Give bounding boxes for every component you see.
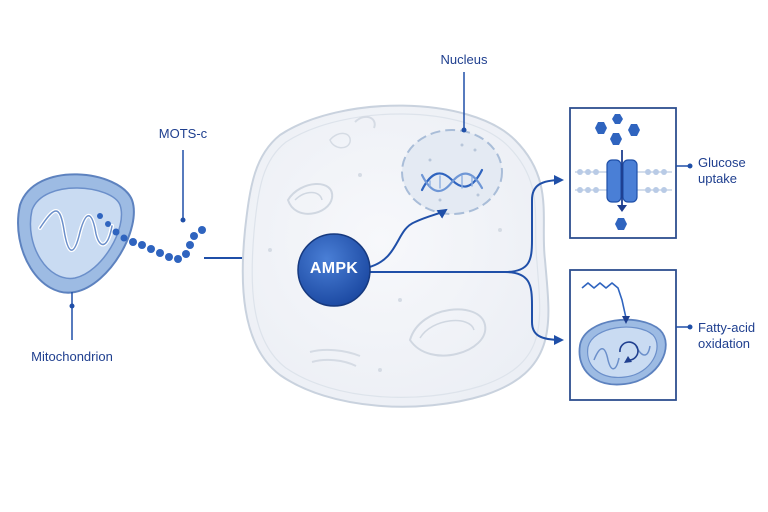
glucose-leader-dot [687, 163, 693, 169]
glucose-uptake-label-line2: uptake [698, 171, 738, 186]
nucleus-label: Nucleus [440, 52, 488, 67]
arrow-to-nucleus [365, 208, 448, 269]
fatty-acid-oxidation-label-line2: oxidation [698, 336, 751, 351]
mitochondrion-label: Mitochondrion [31, 349, 113, 364]
cell [241, 104, 550, 408]
mitochondrion-leader-dot [69, 303, 75, 309]
glucose-uptake-label: Glucose uptake [698, 155, 746, 187]
glucose-uptake-label-line1: Glucose [698, 155, 746, 170]
fatty-acid-oxidation-label: Fatty-acid oxidation [698, 320, 755, 352]
ampk-node [297, 233, 371, 307]
mots-c-leader-dot [180, 217, 186, 223]
nucleus [401, 129, 503, 215]
fatty-acid-oxidation-panel [569, 269, 677, 401]
fatty-acid-leader-dot [687, 324, 693, 330]
nucleus-leader-dot [461, 127, 467, 133]
ampk-label: AMPK [309, 260, 359, 277]
dna-helix-icon [420, 168, 484, 192]
fatty-acid-oxidation-label-line1: Fatty-acid [698, 320, 756, 335]
arrow-to-glucose-uptake [366, 175, 564, 273]
glucose-uptake-panel [569, 107, 677, 239]
arrow-to-fatty-acid-oxidation [504, 271, 564, 345]
mots-c-label: MOTS-c [158, 126, 208, 141]
mitochondrion [17, 173, 135, 294]
mots-c-peptide [97, 213, 206, 263]
